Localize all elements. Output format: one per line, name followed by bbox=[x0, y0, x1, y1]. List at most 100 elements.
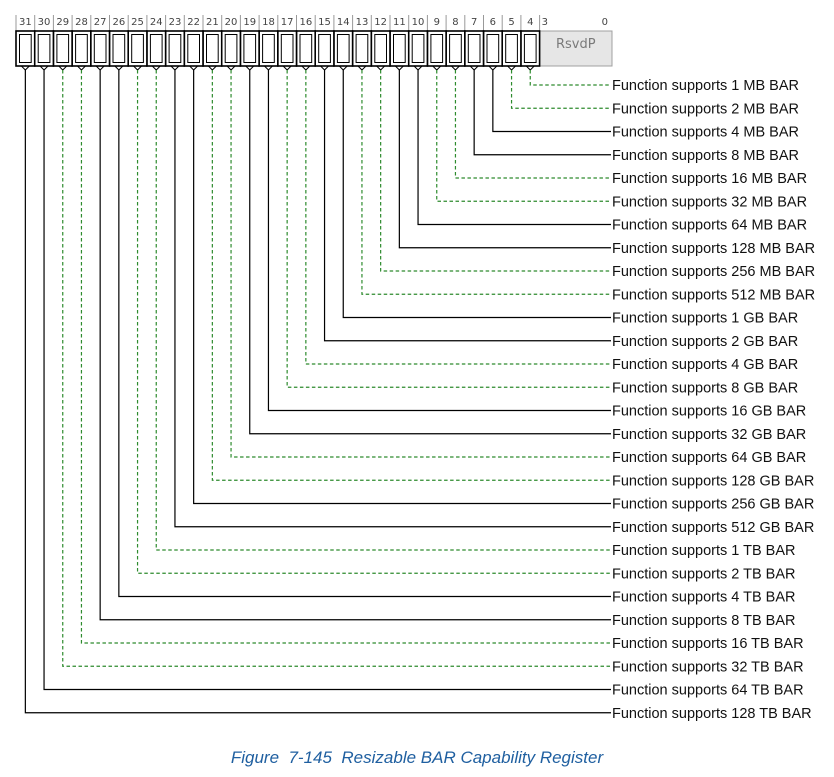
bit-cell-outline bbox=[183, 30, 204, 67]
field-label: Function supports 1 TB BAR bbox=[612, 543, 796, 559]
bit-cell-inner bbox=[523, 34, 537, 63]
bit-cell-inner bbox=[131, 34, 144, 63]
bit-cell-outline bbox=[164, 30, 186, 67]
field-leader-line bbox=[99, 70, 611, 621]
bit-number: 10 bbox=[412, 17, 425, 28]
field-leader-line bbox=[174, 70, 611, 528]
field-leader-line bbox=[492, 70, 611, 133]
bit-cell bbox=[239, 30, 260, 71]
bit-number: 17 bbox=[281, 17, 294, 28]
bit-cell-inner bbox=[430, 34, 444, 63]
bit-cell bbox=[276, 30, 298, 71]
reserved-end-bit-number: 0 bbox=[602, 17, 608, 28]
bit-cell-inner bbox=[37, 34, 51, 63]
bit-cell-outline bbox=[146, 30, 167, 67]
bit-number: 19 bbox=[243, 17, 256, 28]
bit-cell-inner bbox=[411, 34, 425, 63]
figure-caption: Figure 7-145 Resizable BAR Capability Re… bbox=[230, 748, 604, 767]
bit-number: 15 bbox=[318, 17, 331, 28]
bit-cell bbox=[146, 30, 167, 71]
field-leader-line bbox=[230, 70, 611, 458]
bit-number: 11 bbox=[393, 17, 406, 28]
field-leader-line bbox=[43, 70, 611, 691]
field-label: Function supports 2 TB BAR bbox=[612, 566, 796, 582]
field-label: Function supports 64 MB BAR bbox=[612, 218, 807, 234]
bit-number: 7 bbox=[471, 17, 477, 28]
field-leader-line bbox=[436, 70, 611, 202]
bit-cell-outline bbox=[389, 30, 410, 67]
bit-cell-outline bbox=[463, 30, 485, 67]
bit-cell bbox=[314, 30, 335, 71]
bit-number: 16 bbox=[299, 17, 312, 28]
bit-cell bbox=[333, 30, 354, 71]
bit-cell-outline bbox=[295, 30, 317, 67]
bit-cell-outline bbox=[33, 30, 55, 67]
bit-cell-inner bbox=[355, 34, 369, 63]
bit-cell-inner bbox=[449, 34, 462, 63]
field-label: Function supports 128 MB BAR bbox=[612, 241, 815, 257]
field-label: Function supports 8 MB BAR bbox=[612, 148, 799, 164]
bit-cell-outline bbox=[276, 30, 298, 67]
bit-cell bbox=[202, 30, 223, 71]
field-leader-line bbox=[267, 70, 611, 412]
bit-cell bbox=[52, 30, 73, 71]
bit-cell-inner bbox=[224, 34, 238, 63]
bit-number: 12 bbox=[374, 17, 387, 28]
bit-number: 5 bbox=[508, 17, 514, 28]
bit-cell bbox=[370, 30, 391, 71]
bit-cell-inner bbox=[149, 34, 163, 63]
bit-cell-outline bbox=[482, 30, 504, 67]
bit-number: 31 bbox=[19, 17, 32, 28]
field-leader-line bbox=[342, 70, 611, 319]
field-label: Function supports 2 MB BAR bbox=[612, 101, 799, 117]
bit-number: 25 bbox=[131, 17, 144, 28]
field-label: Function supports 32 TB BAR bbox=[612, 659, 804, 675]
field-label: Function supports 32 GB BAR bbox=[612, 427, 806, 443]
field-leader-line bbox=[211, 70, 611, 481]
bit-cell-outline bbox=[220, 30, 242, 67]
field-label: Function supports 512 GB BAR bbox=[612, 520, 814, 536]
field-label: Function supports 4 MB BAR bbox=[612, 125, 799, 141]
field-label: Function supports 16 GB BAR bbox=[612, 404, 806, 420]
bit-cell bbox=[164, 30, 186, 71]
bit-number: 20 bbox=[225, 17, 238, 28]
bit-cell-outline bbox=[501, 30, 522, 67]
bit-cell-inner bbox=[187, 34, 201, 63]
bit-cell-outline bbox=[407, 30, 429, 67]
bit-cell-inner bbox=[262, 34, 275, 63]
bit-cell-outline bbox=[351, 30, 373, 67]
bit-cell-outline bbox=[370, 30, 391, 67]
field-label: Function supports 16 MB BAR bbox=[612, 171, 807, 187]
bit-cell bbox=[407, 30, 429, 71]
field-label: Function supports 512 MB BAR bbox=[612, 287, 815, 303]
bit-number: 4 bbox=[527, 17, 533, 28]
bit-cell-inner bbox=[93, 34, 107, 63]
bit-cell bbox=[220, 30, 242, 71]
bit-number: 24 bbox=[150, 17, 163, 28]
field-label: Function supports 256 GB BAR bbox=[612, 497, 814, 513]
bit-cell-outline bbox=[239, 30, 260, 67]
bit-cell-outline bbox=[314, 30, 335, 67]
bit-cell-inner bbox=[299, 34, 313, 63]
field-leader-line bbox=[118, 70, 611, 598]
field-leader-line bbox=[193, 70, 611, 505]
bit-cell-outline bbox=[258, 30, 279, 67]
bit-number: 27 bbox=[94, 17, 107, 28]
bit-cell-inner bbox=[112, 34, 126, 63]
bit-cell-inner bbox=[56, 34, 70, 63]
bit-cell bbox=[295, 30, 317, 71]
bit-cell-inner bbox=[393, 34, 406, 63]
bit-number: 6 bbox=[490, 17, 496, 28]
bit-cell bbox=[183, 30, 204, 71]
field-leader-line bbox=[249, 70, 611, 435]
field-label: Function supports 128 GB BAR bbox=[612, 473, 814, 489]
field-label: Function supports 32 MB BAR bbox=[612, 194, 807, 210]
field-label: Function supports 1 GB BAR bbox=[612, 311, 798, 327]
bit-cell-outline bbox=[426, 30, 447, 67]
bit-cell-outline bbox=[127, 30, 148, 67]
bit-cell bbox=[482, 30, 504, 71]
field-label: Function supports 4 GB BAR bbox=[612, 357, 798, 373]
